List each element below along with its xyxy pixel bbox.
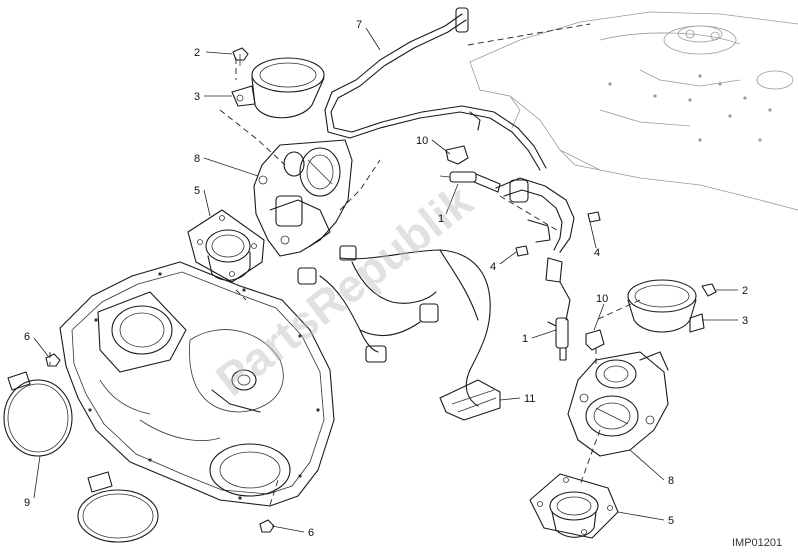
throttle-body-upper [253, 139, 353, 257]
intake-boot-upper [231, 57, 325, 119]
tank-bolt-dots [608, 74, 772, 142]
fuel-injector-upper [439, 171, 501, 193]
intake-boot-right [627, 279, 705, 333]
bolt-upper [232, 47, 249, 66]
callout-3-right: 3 [742, 315, 748, 327]
hose-clamp-bottom [77, 471, 159, 543]
bolt-4-left [515, 245, 529, 257]
airbox-screw-dots [88, 272, 320, 500]
watermark-text: PartsRepublik [206, 174, 482, 406]
callout-10-right: 10 [596, 293, 608, 305]
callout-5-upper: 5 [194, 185, 200, 197]
intake-flange-right [529, 473, 619, 539]
callout-leaders [33, 27, 738, 533]
screw-bottom [259, 519, 275, 533]
clip-right [585, 329, 605, 351]
callout-labels: 2 3 8 5 6 9 6 7 10 1 4 4 2 10 3 1 11 8 5 [24, 19, 748, 539]
callout-1-right: 1 [522, 333, 528, 345]
throttle-body-right [567, 351, 669, 457]
callout-8-upper: 8 [194, 153, 200, 165]
airbox-housing [59, 261, 335, 507]
diagram-code: IMP01201 [732, 537, 782, 549]
callout-6-left: 6 [24, 331, 30, 343]
callout-4-left: 4 [490, 261, 496, 273]
callout-4-right: 4 [594, 247, 600, 259]
callout-5-right: 5 [668, 515, 674, 527]
fuel-line-center [495, 177, 575, 321]
fuel-injector-right [547, 317, 569, 361]
callout-7: 7 [356, 19, 362, 31]
callout-8-right: 8 [668, 475, 674, 487]
callout-2-upper: 2 [194, 47, 200, 59]
assembly-reference-lines [49, 23, 641, 506]
bolt-right [701, 283, 717, 297]
fuel-tank-outline [469, 11, 798, 211]
callout-1-upper: 1 [438, 213, 444, 225]
wiring-harness [297, 245, 501, 421]
screw-left [45, 353, 61, 367]
callout-9: 9 [24, 497, 30, 509]
clip-upper [445, 145, 469, 165]
intake-flange-upper [187, 209, 265, 283]
callout-6-bottom: 6 [308, 527, 314, 539]
bolt-4-right [587, 211, 601, 223]
callout-2-right: 2 [742, 285, 748, 297]
hose-clamp-left [3, 371, 73, 457]
breather-hose [324, 7, 547, 171]
callout-10-upper: 10 [416, 135, 428, 147]
callout-11: 11 [524, 393, 535, 405]
callout-3-upper: 3 [194, 91, 200, 103]
